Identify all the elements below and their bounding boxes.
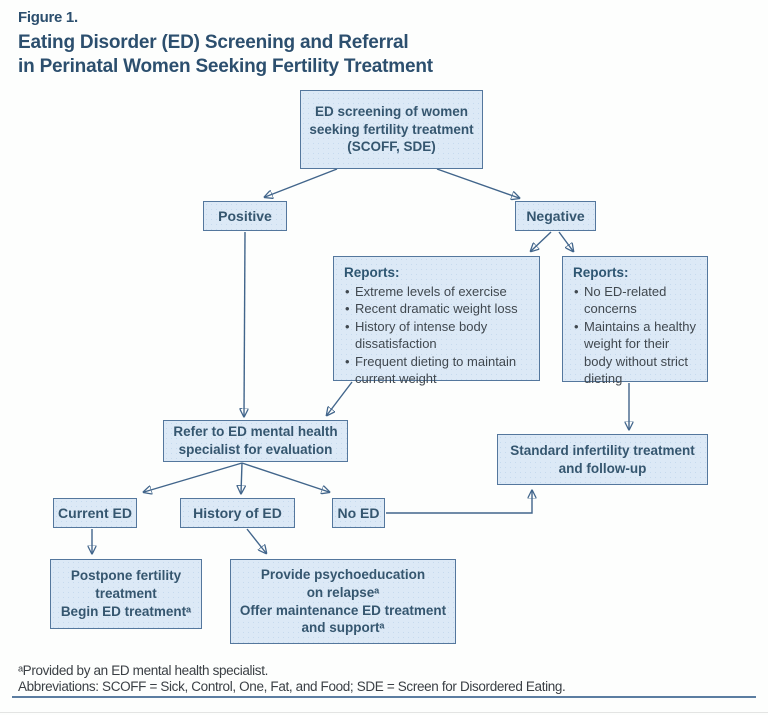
figure-number: Figure 1. bbox=[18, 9, 78, 26]
reports-positive-list: Extreme levels of exerciseRecent dramati… bbox=[344, 283, 531, 387]
page-bottom-edge bbox=[0, 712, 768, 713]
reports-negative-item: No ED-related concerns bbox=[573, 283, 699, 318]
reports-positive-item: Recent dramatic weight loss bbox=[344, 300, 531, 318]
reports-negative-title: Reports: bbox=[573, 265, 629, 280]
arrow-history-ed-to-psychoeducation bbox=[246, 528, 266, 553]
bottom-rule bbox=[12, 696, 756, 698]
node-reports-negative: Reports: No ED-related concernsMaintains… bbox=[562, 256, 708, 386]
reports-positive-title: Reports: bbox=[344, 265, 400, 280]
node-postpone-treatment: Postpone fertility treatment Begin ED tr… bbox=[50, 559, 202, 629]
arrow-refer-to-current-ed bbox=[144, 462, 243, 492]
node-negative: Negative bbox=[515, 201, 596, 231]
node-standard-treatment: Standard infertility treatment and follo… bbox=[497, 434, 708, 485]
arrow-negative-to-reports-left bbox=[531, 231, 552, 251]
arrow-screening-to-negative bbox=[436, 168, 519, 198]
reports-negative-item: Maintains a healthy weight for their bod… bbox=[573, 318, 699, 388]
footnotes: ᵃProvided by an ED mental health special… bbox=[18, 663, 566, 694]
arrow-refer-to-history-ed bbox=[241, 462, 242, 493]
arrow-refer-to-no-ed bbox=[241, 462, 329, 492]
node-reports-positive: Reports: Extreme levels of exerciseRecen… bbox=[333, 256, 540, 386]
arrow-negative-to-reports-right bbox=[558, 231, 573, 251]
node-psychoeducation: Provide psychoeducation on relapseᵃ Offe… bbox=[230, 559, 456, 644]
node-positive: Positive bbox=[203, 201, 287, 231]
reports-positive-item: Frequent dieting to maintain current wei… bbox=[344, 353, 531, 388]
node-no-ed: No ED bbox=[332, 498, 385, 528]
arrow-screening-to-positive bbox=[265, 168, 338, 197]
arrow-positive-to-refer bbox=[244, 231, 245, 416]
footnote-abbreviations: Abbreviations: SCOFF = Sick, Control, On… bbox=[18, 678, 566, 694]
footnote-a: ᵃProvided by an ED mental health special… bbox=[18, 663, 269, 678]
node-ed-screening: ED screening of women seeking fertility … bbox=[300, 90, 483, 169]
figure-title: Eating Disorder (ED) Screening and Refer… bbox=[18, 32, 433, 77]
reports-negative-list: No ED-related concernsMaintains a health… bbox=[573, 283, 699, 387]
arrow-no-ed-to-standard bbox=[386, 491, 532, 514]
node-current-ed: Current ED bbox=[53, 498, 137, 528]
reports-positive-item: Extreme levels of exercise bbox=[344, 283, 531, 301]
node-refer-specialist: Refer to ED mental health specialist for… bbox=[163, 420, 348, 462]
reports-positive-item: History of intense body dissatisfaction bbox=[344, 318, 531, 353]
node-history-ed: History of ED bbox=[180, 498, 295, 528]
